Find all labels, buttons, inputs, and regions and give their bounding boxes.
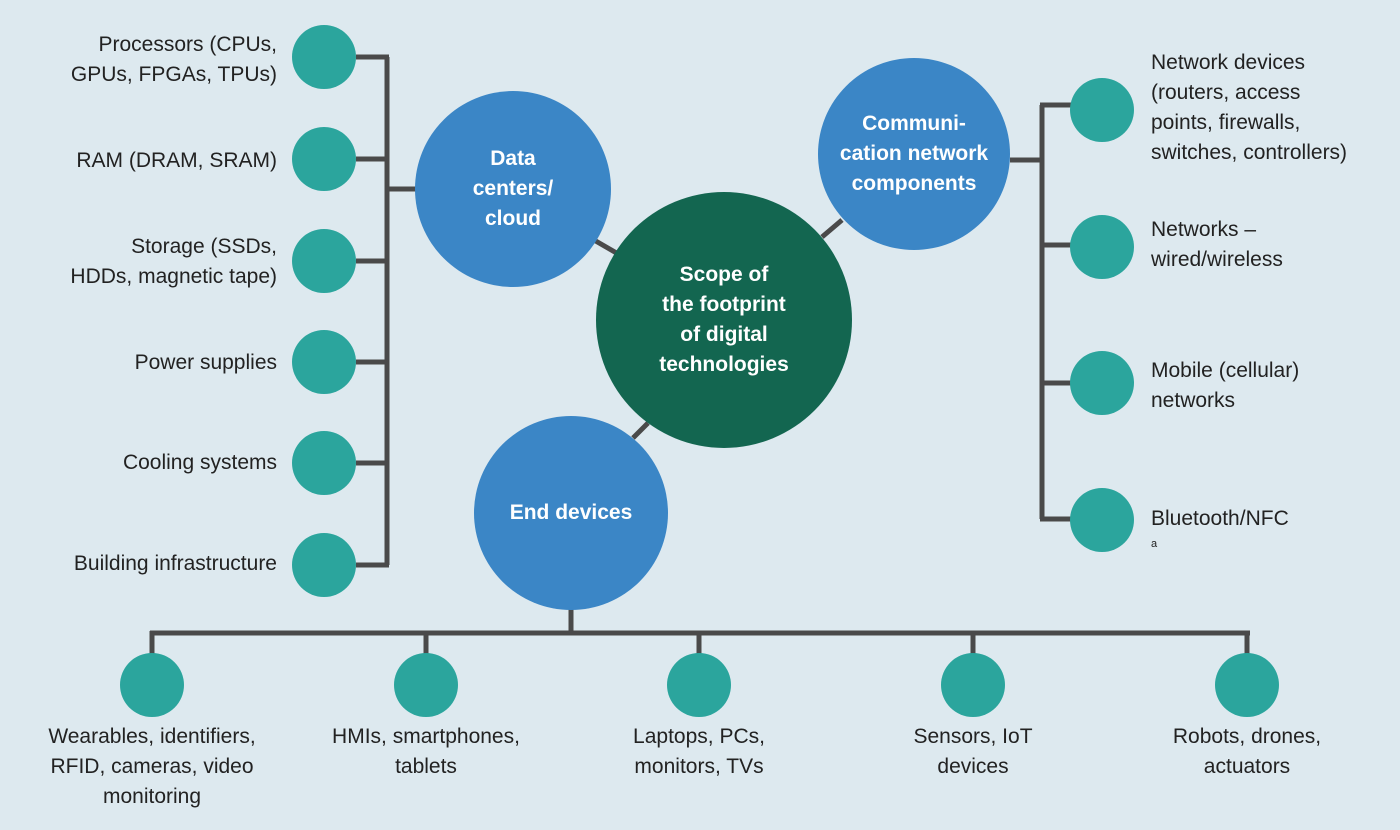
enddevice-item-dot [1215, 653, 1279, 717]
network-hub-line: cation network [839, 142, 989, 165]
enddevice-item-dot [120, 653, 184, 717]
center-line-2: the footprint [662, 293, 786, 316]
connector-enddevices-center [631, 421, 650, 440]
network-item-dot [1070, 215, 1134, 279]
enddevice-item-dot [394, 653, 458, 717]
enddevices-hub-line: End devices [509, 501, 633, 524]
datacenter-item-dot [292, 229, 356, 293]
datacenter-item-dot [292, 25, 356, 89]
datacenter-item-dot [292, 533, 356, 597]
datacenter-item-label: Power supplies [134, 351, 277, 374]
datacenters-hub-line: Data [490, 147, 536, 170]
network-item-dot [1070, 488, 1134, 552]
center-circle: Scope of the footprint of digital techno… [596, 192, 852, 448]
datacenter-item-label: Building infrastructure [73, 552, 277, 575]
network-item-label: Networks – wired/wireless [1151, 218, 1283, 271]
network-item-dot [1070, 78, 1134, 142]
center-line-4: technologies [659, 353, 789, 376]
enddevices-hub: End devices [474, 416, 668, 610]
datacenter-item-dot [292, 330, 356, 394]
network-item-label: Network devices (routers, access points,… [1151, 51, 1348, 164]
datacenter-item-label: Processors (CPUs, GPUs, FPGAs, TPUs) [70, 33, 277, 86]
enddevice-item-dot [941, 653, 1005, 717]
datacenter-item-label: RAM (DRAM, SRAM) [76, 149, 277, 172]
network-hub-line: components [851, 172, 977, 195]
network-item-label: Mobile (cellular) networks [1151, 359, 1300, 412]
enddevice-item-label: Sensors, IoT devices [913, 725, 1033, 778]
enddevice-item-label: Wearables, identifiers, RFID, cameras, v… [48, 725, 256, 808]
datacenters-hub: Data centers/ cloud [415, 91, 611, 287]
datacenter-item-label: Cooling systems [122, 451, 277, 474]
enddevice-item-label: Laptops, PCs, monitors, TVs [633, 725, 765, 778]
center-line-1: Scope of [679, 263, 769, 286]
datacenters-hub-line: cloud [484, 207, 541, 230]
enddevice-item-label: Robots, drones, actuators [1172, 725, 1322, 778]
network-hub-line: Communi- [862, 112, 966, 135]
footnote-marker: a [1151, 538, 1158, 550]
datacenter-item-label: Storage (SSDs, HDDs, magnetic tape) [70, 235, 277, 288]
datacenters-hub-line: centers/ [472, 177, 554, 200]
datacenter-item-dot [292, 431, 356, 495]
network-hub: Communi- cation network components [818, 58, 1010, 250]
network-item-dot [1070, 351, 1134, 415]
center-line-3: of digital [680, 323, 768, 346]
enddevice-item-label: HMIs, smartphones, tablets [332, 725, 520, 778]
enddevice-item-dot [667, 653, 731, 717]
connector-network-center [820, 218, 844, 239]
datacenter-item-dot [292, 127, 356, 191]
